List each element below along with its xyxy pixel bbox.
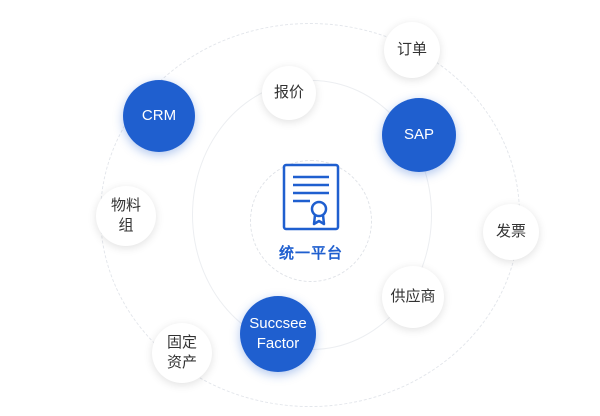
node-material-group: 物料 组 [96,186,156,246]
certificate-document-icon [282,163,340,231]
node-supplier: 供应商 [382,266,444,328]
node-material-group-line2: 组 [118,217,134,234]
node-successfactor: Succsee Factor [240,296,316,372]
node-fixed-assets-line1: 固定 [166,334,197,351]
node-successfactor-line2: Factor [256,335,300,352]
node-successfactor-line1: Succsee [249,315,307,332]
node-order: 订单 [384,22,440,78]
node-fixed-assets: 固定 资产 [152,323,212,383]
node-sap-label: SAP [403,126,434,143]
node-quote: 报价 [262,66,316,120]
node-crm-label: CRM [141,107,177,124]
center-platform-label: 统一平台 [278,245,343,262]
node-material-group-line1: 物料 [110,197,141,214]
node-order-label: 订单 [396,41,427,58]
node-invoice: 发票 [483,204,539,260]
node-fixed-assets-line2: 资产 [166,354,197,371]
center-platform: 统一平台 [261,162,361,272]
node-supplier-label: 供应商 [390,288,436,305]
node-sap: SAP [382,98,456,172]
inner-dashed-ring [250,160,372,282]
node-quote-label: 报价 [273,84,304,101]
node-invoice-label: 发票 [495,223,526,240]
node-crm: CRM [123,80,195,152]
